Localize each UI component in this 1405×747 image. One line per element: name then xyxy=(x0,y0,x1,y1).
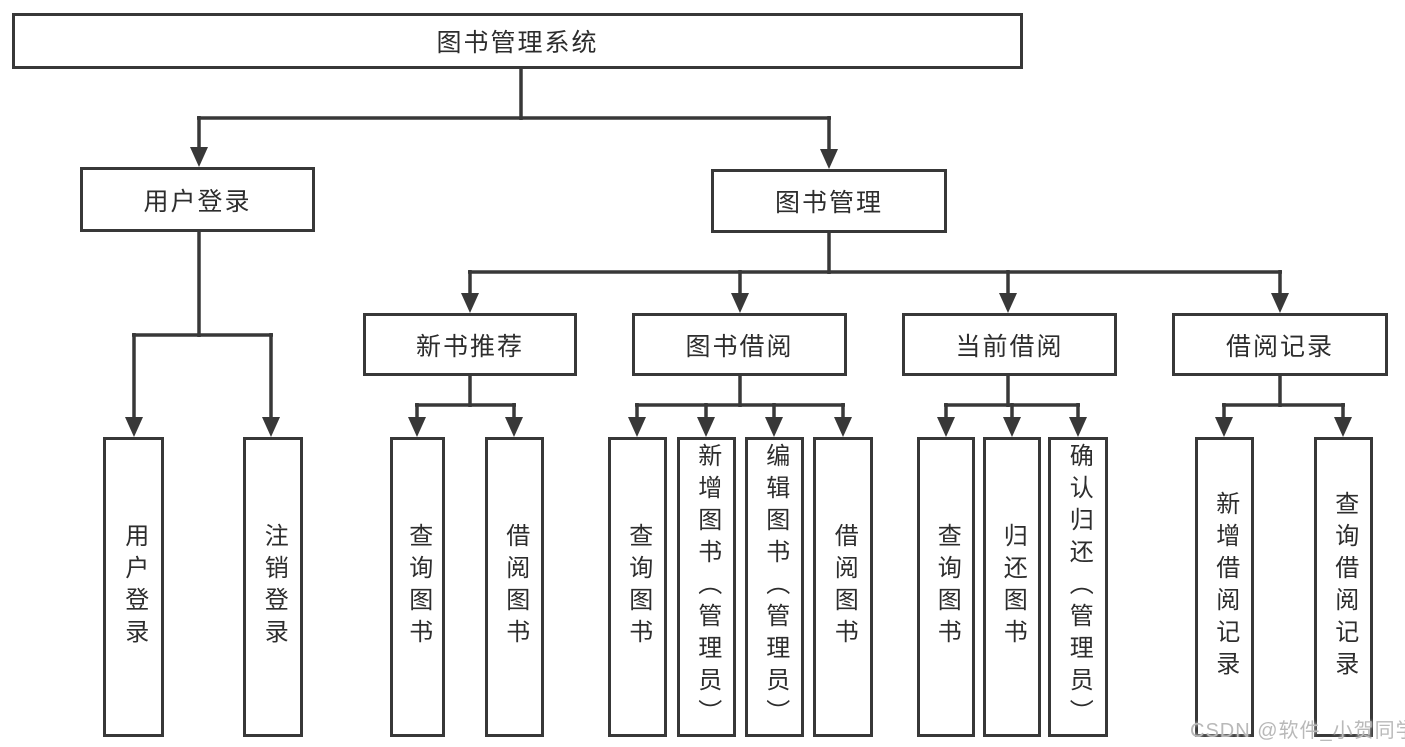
leaf-add-book-admin: 新增图书（管理员） xyxy=(677,437,736,737)
leaf-confirm-return-admin: 确认归还（管理员） xyxy=(1048,437,1108,737)
leaf-label: 归还图书 xyxy=(999,523,1027,651)
leaf-borrow-book: 借阅图书 xyxy=(813,437,873,737)
node-label: 图书管理 xyxy=(774,189,883,217)
node-user-login: 用户登录 xyxy=(80,167,315,232)
leaf-label: 查询图书 xyxy=(933,523,961,651)
leaf-user-login: 用户登录 xyxy=(103,437,164,737)
leaf-query-book-current: 查询图书 xyxy=(917,437,975,737)
leaf-label: 查询图书 xyxy=(404,523,432,651)
node-label: 借阅记录 xyxy=(1225,332,1334,361)
node-label: 当前借阅 xyxy=(955,332,1064,361)
leaf-return-book: 归还图书 xyxy=(983,437,1041,737)
node-book-borrow: 图书借阅 xyxy=(632,313,847,376)
leaf-query-book-borrow: 查询图书 xyxy=(608,437,667,737)
leaf-label: 借阅图书 xyxy=(830,523,858,651)
arrowheads xyxy=(125,147,1352,437)
leaf-label: 编辑图书（管理员） xyxy=(761,443,789,731)
node-label: 图书管理系统 xyxy=(436,29,599,57)
leaf-query-book-recommend: 查询图书 xyxy=(390,437,445,737)
leaf-query-borrow-record: 查询借阅记录 xyxy=(1314,437,1373,737)
node-current-borrow: 当前借阅 xyxy=(902,313,1117,376)
leaf-label: 确认归还（管理员） xyxy=(1065,443,1093,731)
leaf-edit-book-admin: 编辑图书（管理员） xyxy=(745,437,804,737)
leaf-label: 注销登录 xyxy=(260,523,288,651)
leaf-label: 查询图书 xyxy=(624,523,652,651)
node-label: 用户登录 xyxy=(143,187,252,216)
leaf-borrow-book-recommend: 借阅图书 xyxy=(485,437,544,737)
node-library-management-system: 图书管理系统 xyxy=(12,13,1023,69)
leaf-label: 用户登录 xyxy=(120,523,148,651)
leaf-label: 借阅图书 xyxy=(501,523,529,651)
leaf-label: 新增图书（管理员） xyxy=(693,443,721,731)
node-book-management: 图书管理 xyxy=(711,169,947,233)
node-label: 图书借阅 xyxy=(685,332,794,361)
leaf-add-borrow-record: 新增借阅记录 xyxy=(1195,437,1254,737)
leaf-label: 新增借阅记录 xyxy=(1211,491,1239,683)
node-borrow-record: 借阅记录 xyxy=(1172,313,1388,376)
watermark: CSDN @软件_小贺同学 xyxy=(1190,720,1405,742)
leaf-logout-login: 注销登录 xyxy=(243,437,303,737)
leaf-label: 查询借阅记录 xyxy=(1330,491,1358,683)
node-label: 新书推荐 xyxy=(415,332,524,361)
node-new-book-recommend: 新书推荐 xyxy=(363,313,577,376)
